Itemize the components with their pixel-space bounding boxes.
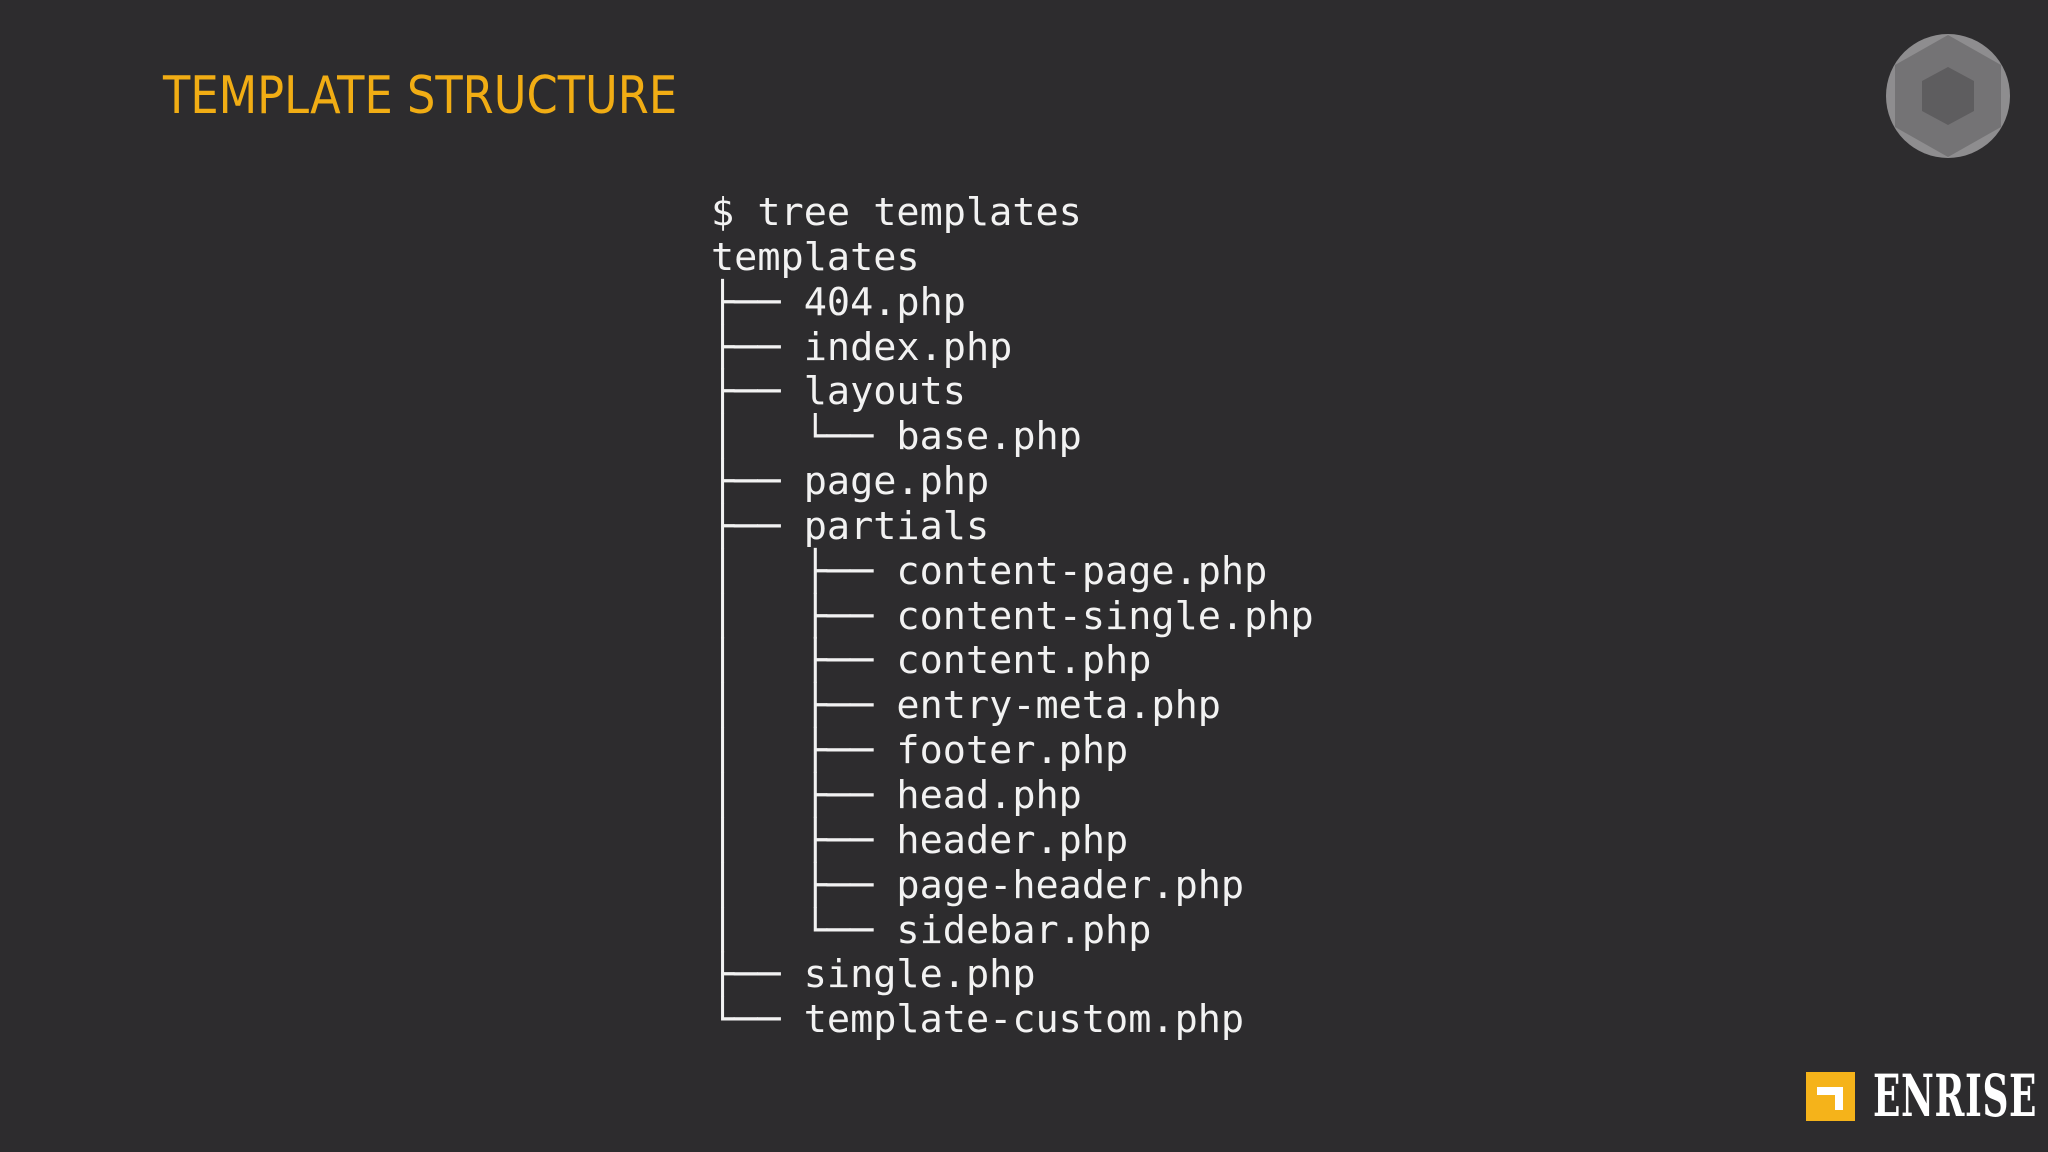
- enrise-logo: ENRISE: [1806, 1062, 2048, 1130]
- terminal-command: $ tree templates: [711, 190, 1082, 235]
- tree-item: │ ├── content-page.php: [711, 548, 1268, 594]
- logo-text: ENRISE: [1873, 1062, 2038, 1130]
- tree-item: │ ├── content.php: [711, 638, 1152, 684]
- tree-item: │ ├── head.php: [711, 772, 1082, 818]
- tree-item: ├── single.php: [711, 952, 1036, 998]
- tree-item: │ ├── page-header.php: [711, 862, 1245, 908]
- tree-item: │ └── sidebar.php: [711, 907, 1152, 953]
- enrise-corner-icon: [1806, 1071, 1855, 1121]
- tree-item: │ ├── footer.php: [711, 728, 1129, 774]
- tree-folder: ├── layouts: [711, 369, 966, 415]
- tree-item: │ └── base.php: [711, 414, 1082, 460]
- slide-title: TEMPLATE STRUCTURE: [163, 66, 678, 126]
- tree-item: │ ├── header.php: [711, 817, 1129, 863]
- tree-item: └── template-custom.php: [711, 997, 1245, 1043]
- hexagon-badge-icon: [1885, 33, 2011, 159]
- tree-item: │ ├── entry-meta.php: [711, 683, 1221, 729]
- tree-folder: ├── partials: [711, 503, 990, 549]
- tree-item: ├── 404.php: [711, 279, 966, 325]
- tree-root: templates: [711, 234, 920, 280]
- tree-item: ├── page.php: [711, 459, 990, 505]
- tree-item: │ ├── content-single.php: [711, 593, 1314, 639]
- tree-item: ├── index.php: [711, 324, 1013, 370]
